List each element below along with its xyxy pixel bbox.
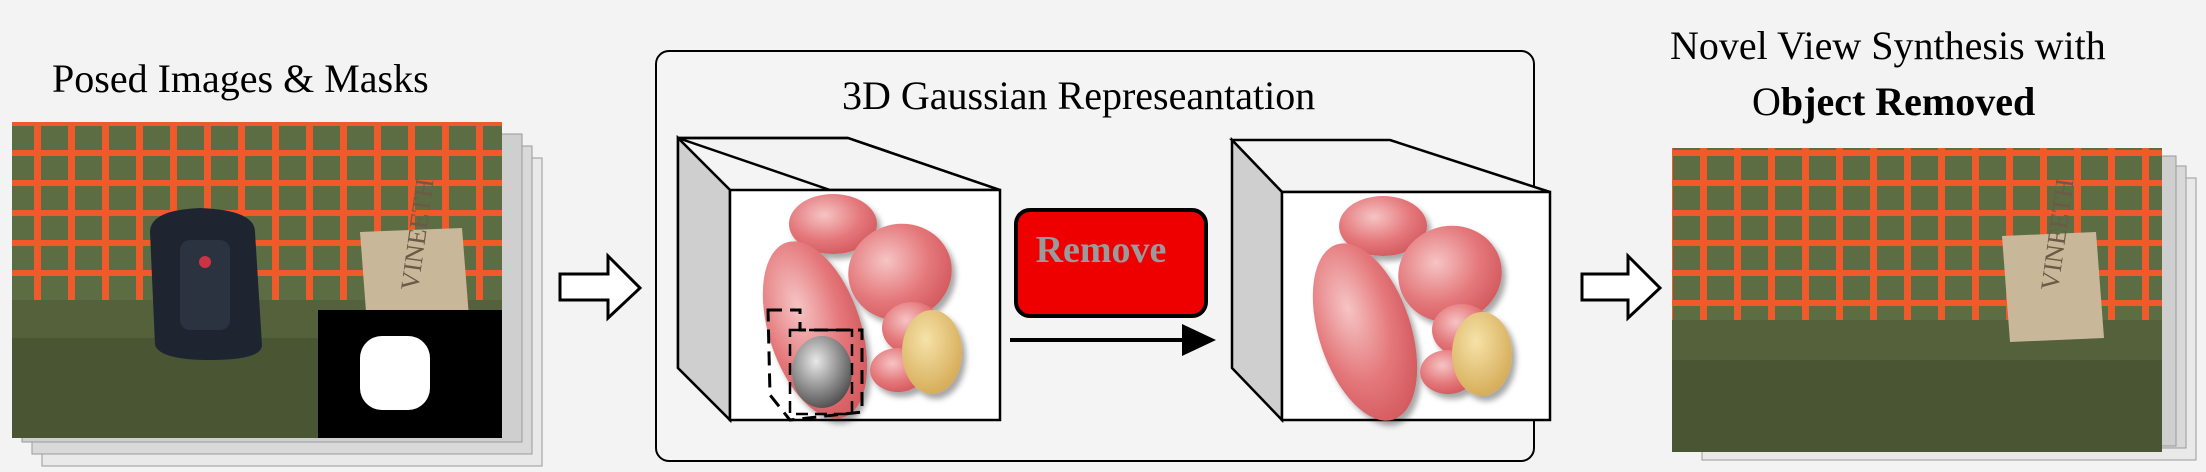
gaussian-removed-object xyxy=(792,336,852,408)
right-title-line2: Object Removed xyxy=(1752,79,2036,124)
gaussian-top xyxy=(789,194,877,254)
gaussian-right xyxy=(848,223,952,321)
remove-arrow xyxy=(1010,324,1216,356)
gaussian-gold xyxy=(902,310,962,394)
gaussian-cube-right xyxy=(1229,136,1552,424)
right-title-line1: Novel View Synthesis with xyxy=(1670,23,2106,68)
removal-selection-outline xyxy=(766,308,864,422)
backpack xyxy=(150,208,262,360)
output-images-stack: VINEETH xyxy=(1672,148,2197,461)
arrow-right-1 xyxy=(558,252,643,322)
arrow-right-2 xyxy=(1580,252,1663,322)
remove-label: Remove xyxy=(1035,229,1167,271)
gaussian-cube-left xyxy=(676,134,1002,424)
output-image: VINEETH xyxy=(1672,148,2162,452)
center-title: 3D Gaussian Represeantation xyxy=(842,73,1316,118)
input-image: VINEETH xyxy=(12,122,502,438)
remove-box xyxy=(1014,208,1208,318)
cardboard-box-output: VINEETH xyxy=(2002,176,2104,342)
posed-images-stack: VINEETH xyxy=(12,122,543,467)
left-title: Posed Images & Masks xyxy=(52,56,429,101)
object-mask xyxy=(318,310,502,438)
